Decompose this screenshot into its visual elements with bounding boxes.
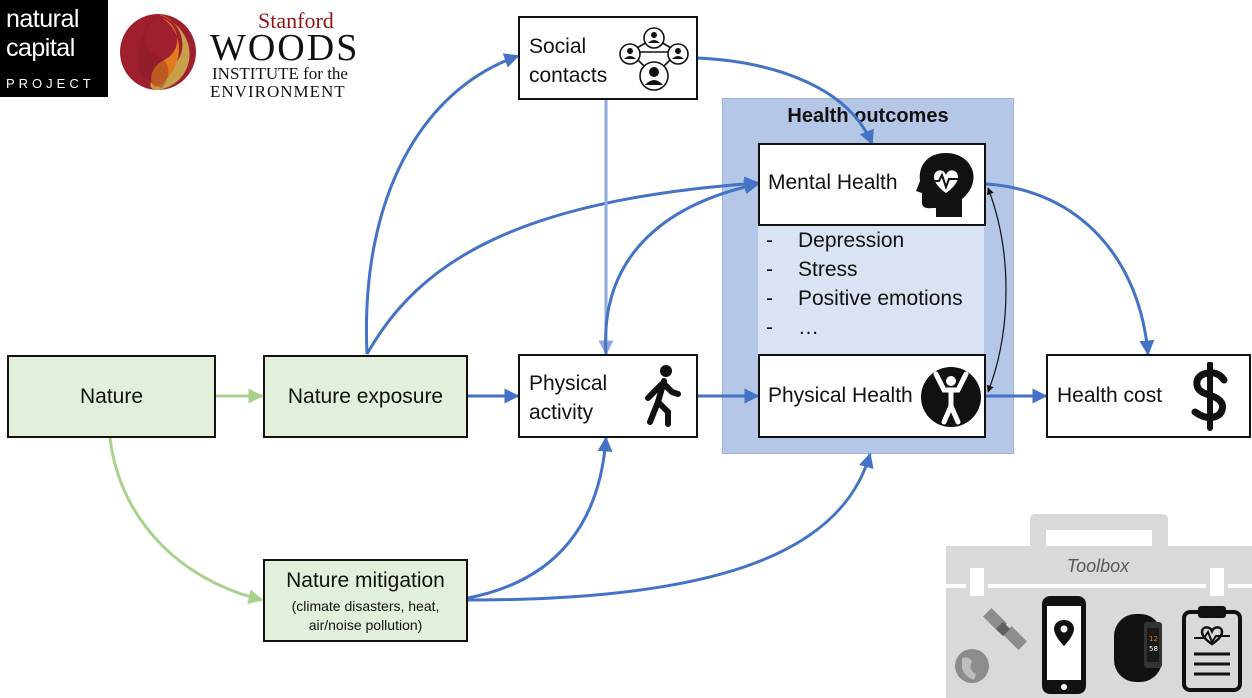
node-social-contacts-label: Social contacts	[529, 35, 608, 87]
dollar-sign-icon	[1191, 362, 1228, 431]
node-social-contacts: Social contacts	[518, 16, 698, 100]
list-item: -Stress	[766, 258, 858, 281]
svg-text:12: 12	[1149, 635, 1158, 643]
toolbox-latch-left	[966, 564, 988, 600]
toolbox-latch-right	[1206, 564, 1228, 600]
list-item-label: Stress	[798, 258, 858, 281]
logo-environment: ENVIRONMENT	[210, 82, 346, 101]
raised-arms-person-icon	[921, 367, 981, 427]
arrow-mental-to-cost	[985, 182, 1155, 356]
node-health-cost-label: Health cost	[1057, 384, 1163, 407]
health-clipboard-icon	[1182, 606, 1242, 692]
logo-stanford: Stanford	[258, 8, 334, 33]
logo-line-3: PROJECT	[6, 76, 95, 91]
node-physical-health-label: Physical Health	[768, 384, 913, 407]
head-heart-icon	[916, 153, 974, 217]
node-physical-activity-label: Physical activity	[529, 372, 608, 424]
arrow-social-to-mental	[697, 56, 874, 146]
toolbox-lid	[946, 546, 1252, 584]
node-nature: Nature	[7, 355, 216, 438]
list-item-label: …	[798, 316, 819, 339]
arrow-activity-to-mental	[604, 179, 760, 355]
node-mental-health: Mental Health	[758, 143, 986, 226]
node-health-cost: Health cost	[1046, 354, 1251, 438]
svg-text:58: 58	[1149, 645, 1158, 653]
node-nature-mitigation-detail: (climate disasters, heat, air/noise poll…	[291, 598, 440, 633]
arrow-nature-to-mitigation	[108, 437, 264, 605]
toolbox-title: Toolbox	[1066, 556, 1130, 576]
list-item-label: Positive emotions	[798, 287, 963, 310]
arrow-mitigation-to-outcomes	[467, 452, 874, 602]
node-nature-mitigation-title: Nature mitigation	[286, 569, 445, 592]
natural-capital-project-logo: natural capital PROJECT	[0, 0, 108, 97]
health-outcomes-title: Health outcomes	[787, 105, 949, 127]
toolbox-graphic: 12 58	[946, 514, 1252, 698]
node-physical-activity: Physical activity	[518, 354, 698, 438]
fitness-tracker-icon: 12 58	[1114, 614, 1162, 682]
social-network-icon	[619, 27, 689, 91]
health-outcomes-list: -Depression -Stress -Positive emotions -…	[766, 226, 963, 342]
list-item: -…	[766, 316, 819, 339]
arrow-mental-physical-bidirectional	[986, 187, 1007, 393]
arrow-exposure-to-mental	[365, 176, 760, 355]
arrow-exposure-to-social	[364, 53, 520, 355]
node-nature-mitigation: Nature mitigation (climate disasters, he…	[263, 559, 468, 642]
smartphone-location-icon	[1042, 596, 1086, 694]
arrow-mitigation-to-activity	[467, 436, 613, 600]
health-outcomes-subpanel	[758, 222, 984, 356]
node-physical-health: Physical Health	[758, 354, 986, 438]
list-item: -Depression	[766, 229, 905, 252]
logo-line-2: capital	[6, 34, 75, 62]
satellite-icon	[982, 607, 1028, 651]
woods-emblem-icon	[120, 14, 196, 90]
toolbox-handle	[1030, 514, 1168, 550]
node-nature-exposure: Nature exposure	[263, 355, 468, 438]
toolbox-body	[946, 588, 1252, 698]
list-item-label: Depression	[798, 229, 905, 252]
logo-institute: INSTITUTE for the	[212, 64, 348, 83]
logo-woods: WOODS	[210, 27, 360, 69]
logo-line-1: natural	[6, 5, 79, 33]
walking-person-icon	[645, 365, 681, 427]
globe-icon	[955, 649, 989, 683]
node-mental-health-label: Mental Health	[768, 171, 898, 194]
list-item: -Positive emotions	[766, 287, 963, 310]
